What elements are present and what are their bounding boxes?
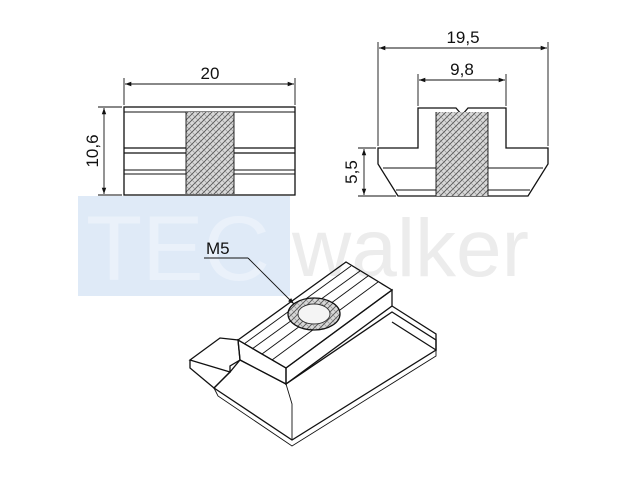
front-overall-width-label: 19,5 — [446, 28, 479, 47]
side-width-dimension: 20 — [123, 64, 296, 105]
iso-thread-label: M5 — [206, 239, 230, 258]
watermark-prefix: TEC — [86, 198, 270, 300]
side-view-body — [123, 106, 296, 196]
front-top-width-dimension: 9,8 — [417, 60, 507, 106]
watermark-box — [78, 196, 290, 296]
watermark-suffix: walker — [291, 203, 529, 294]
side-view: 20 10,6 — [83, 64, 296, 196]
front-view: 19,5 9,8 5,5 — [342, 28, 549, 197]
side-height-dimension: 10,6 — [83, 106, 122, 196]
front-lower-height-label: 5,5 — [342, 160, 361, 184]
iso-right-wing — [391, 305, 437, 352]
isometric-view: M5 — [188, 239, 437, 447]
front-view-thread — [436, 112, 488, 196]
iso-thread-callout: M5 — [204, 239, 295, 305]
front-lower-height-dimension: 5,5 — [342, 147, 396, 197]
watermark: TEC walker — [78, 196, 529, 300]
front-top-width-label: 9,8 — [450, 60, 474, 79]
side-view-thread — [186, 112, 234, 194]
side-width-label: 20 — [201, 64, 220, 83]
iso-left-wing — [188, 337, 241, 373]
iso-base — [212, 311, 437, 441]
front-overall-width-dimension: 19,5 — [377, 28, 549, 146]
side-height-label: 10,6 — [83, 134, 102, 167]
